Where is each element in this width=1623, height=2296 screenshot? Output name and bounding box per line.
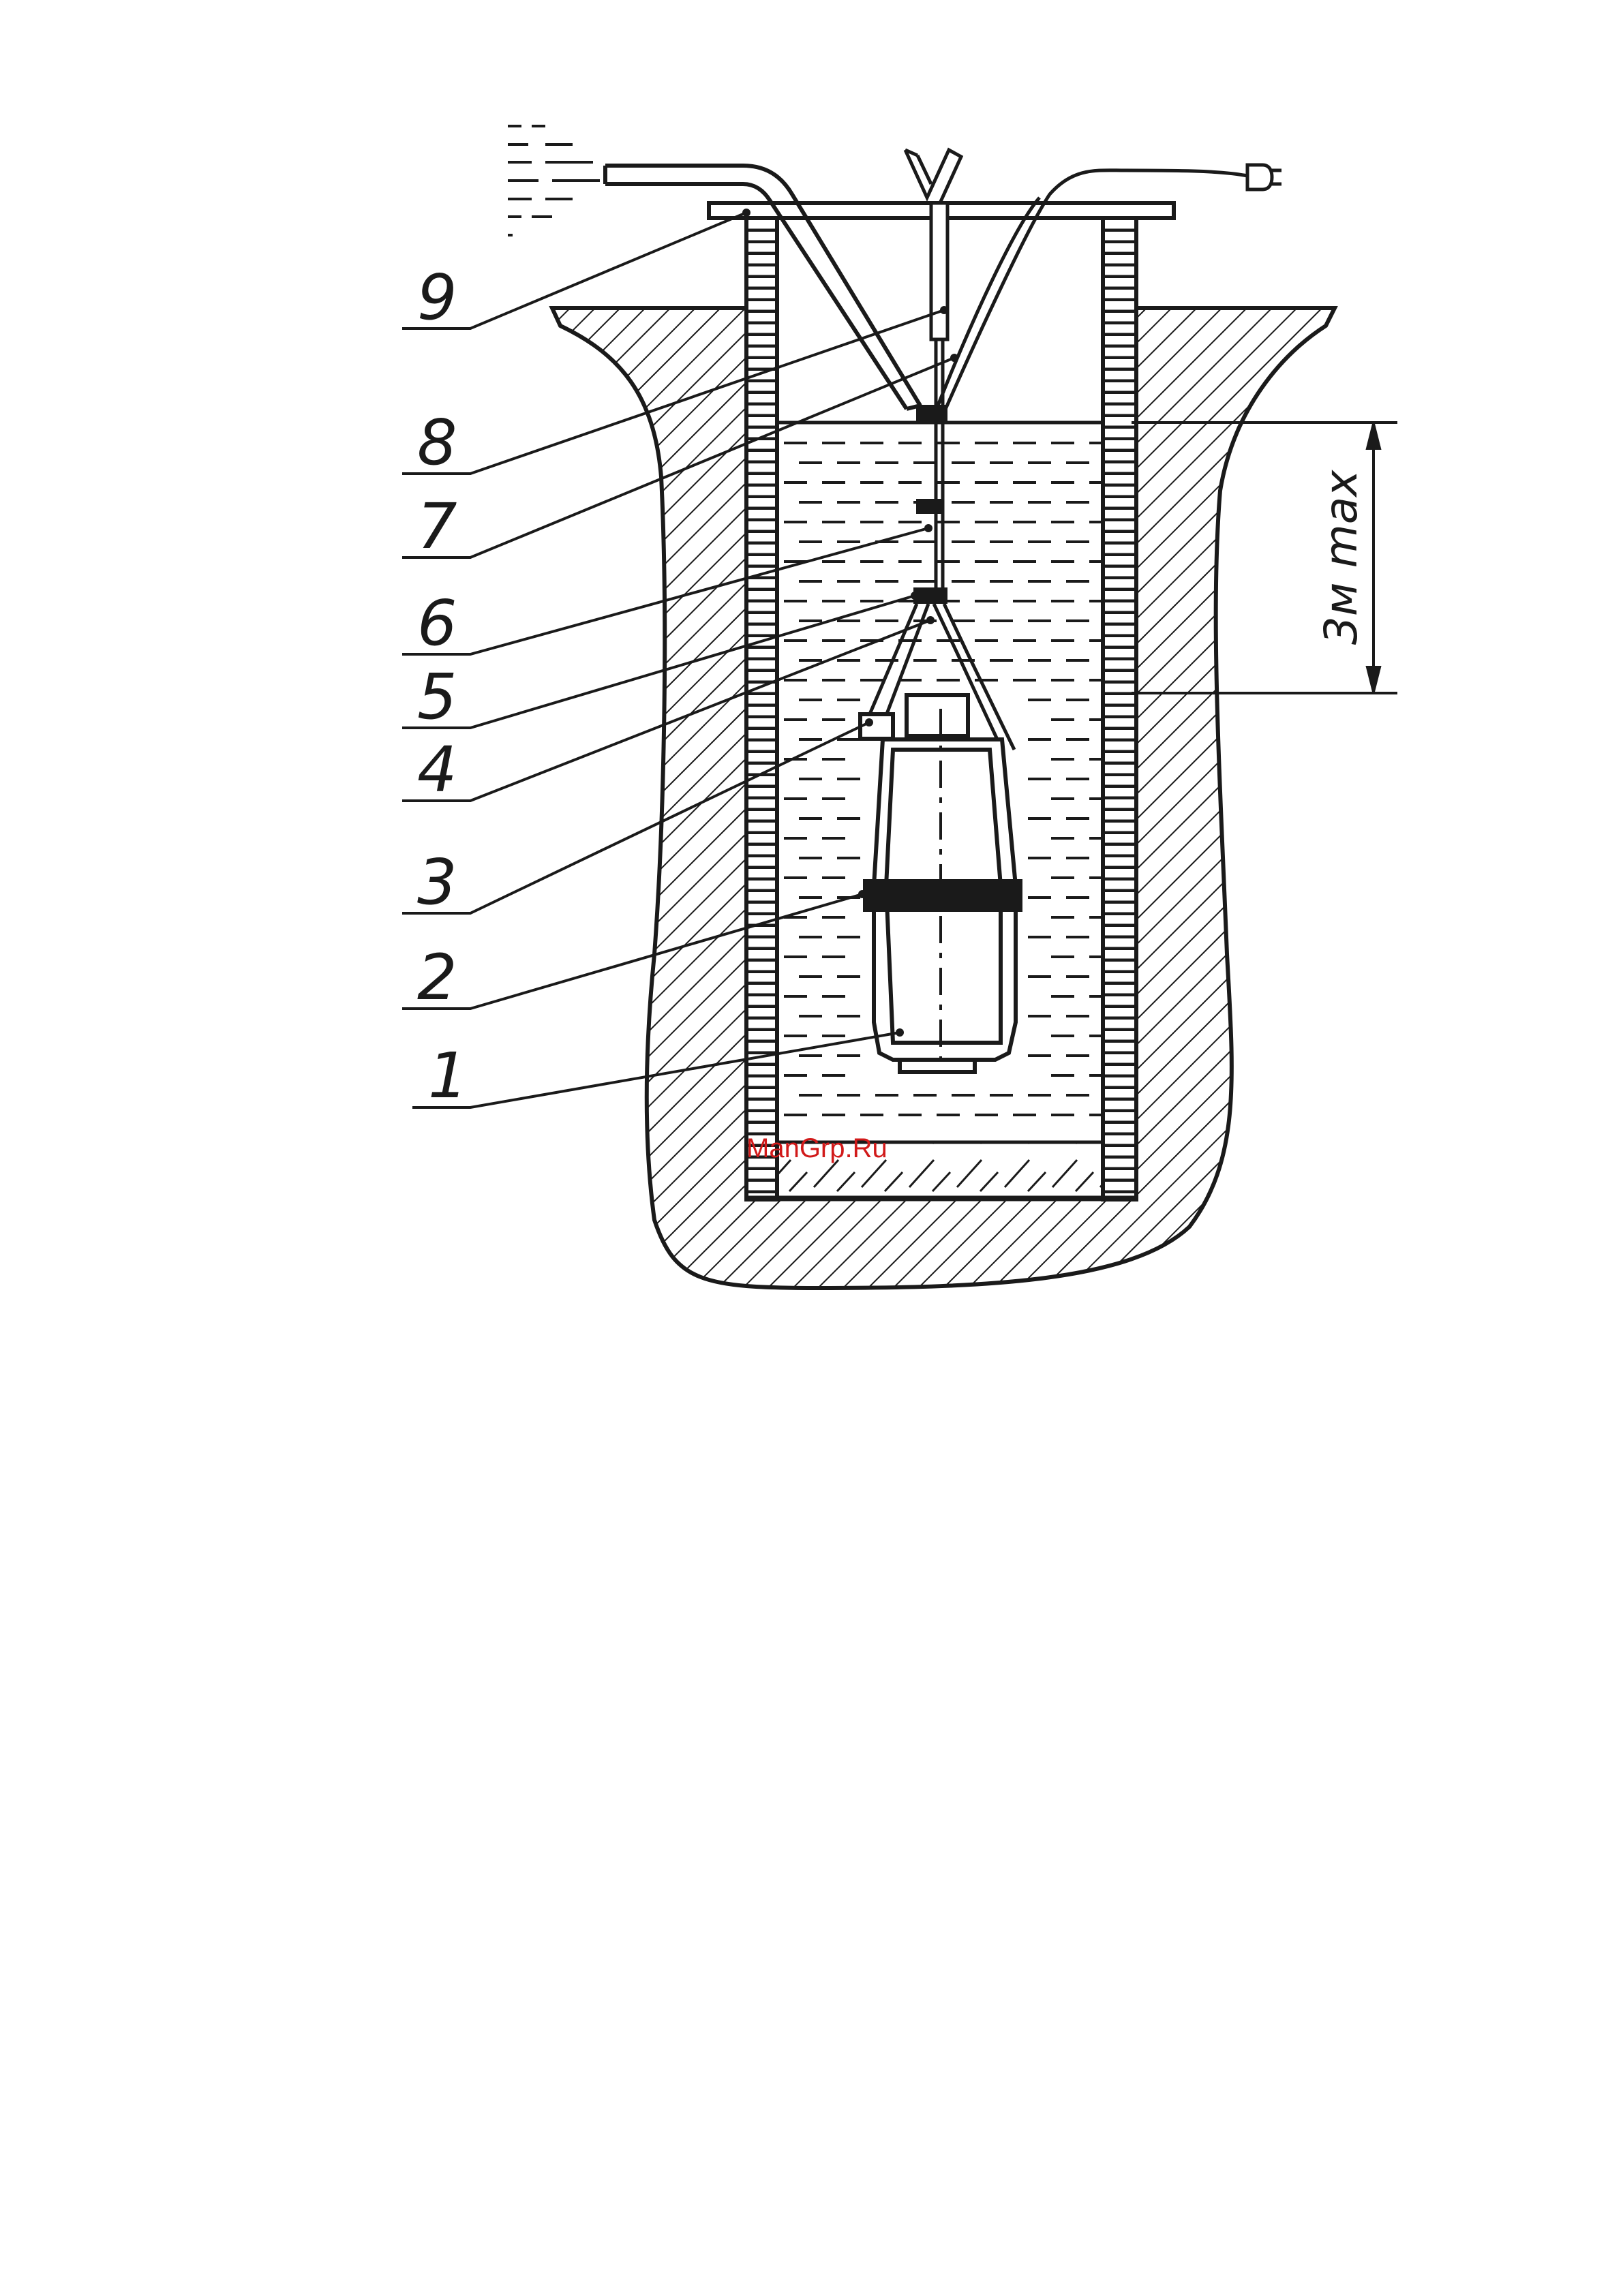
dimension-label: 3м max [1315, 470, 1367, 645]
callout-3: 3 [417, 846, 457, 919]
watermark: ManGrp.Ru [746, 1133, 888, 1163]
casing-wall-left [746, 217, 777, 1199]
callout-8: 8 [417, 406, 457, 479]
electric-plug-icon [1247, 165, 1281, 189]
casing-wall-right [1103, 217, 1136, 1199]
callout-9: 9 [417, 261, 457, 334]
callout-2: 2 [417, 941, 457, 1014]
clamp-middle [916, 499, 943, 514]
pump-band [863, 879, 1022, 912]
callout-6: 6 [417, 587, 457, 660]
callout-5: 5 [417, 660, 457, 733]
callout-4: 4 [417, 733, 457, 806]
water-outflow [508, 126, 600, 235]
callout-1: 1 [428, 1039, 468, 1112]
callout-7: 7 [417, 490, 457, 563]
clamp-upper [916, 405, 947, 421]
